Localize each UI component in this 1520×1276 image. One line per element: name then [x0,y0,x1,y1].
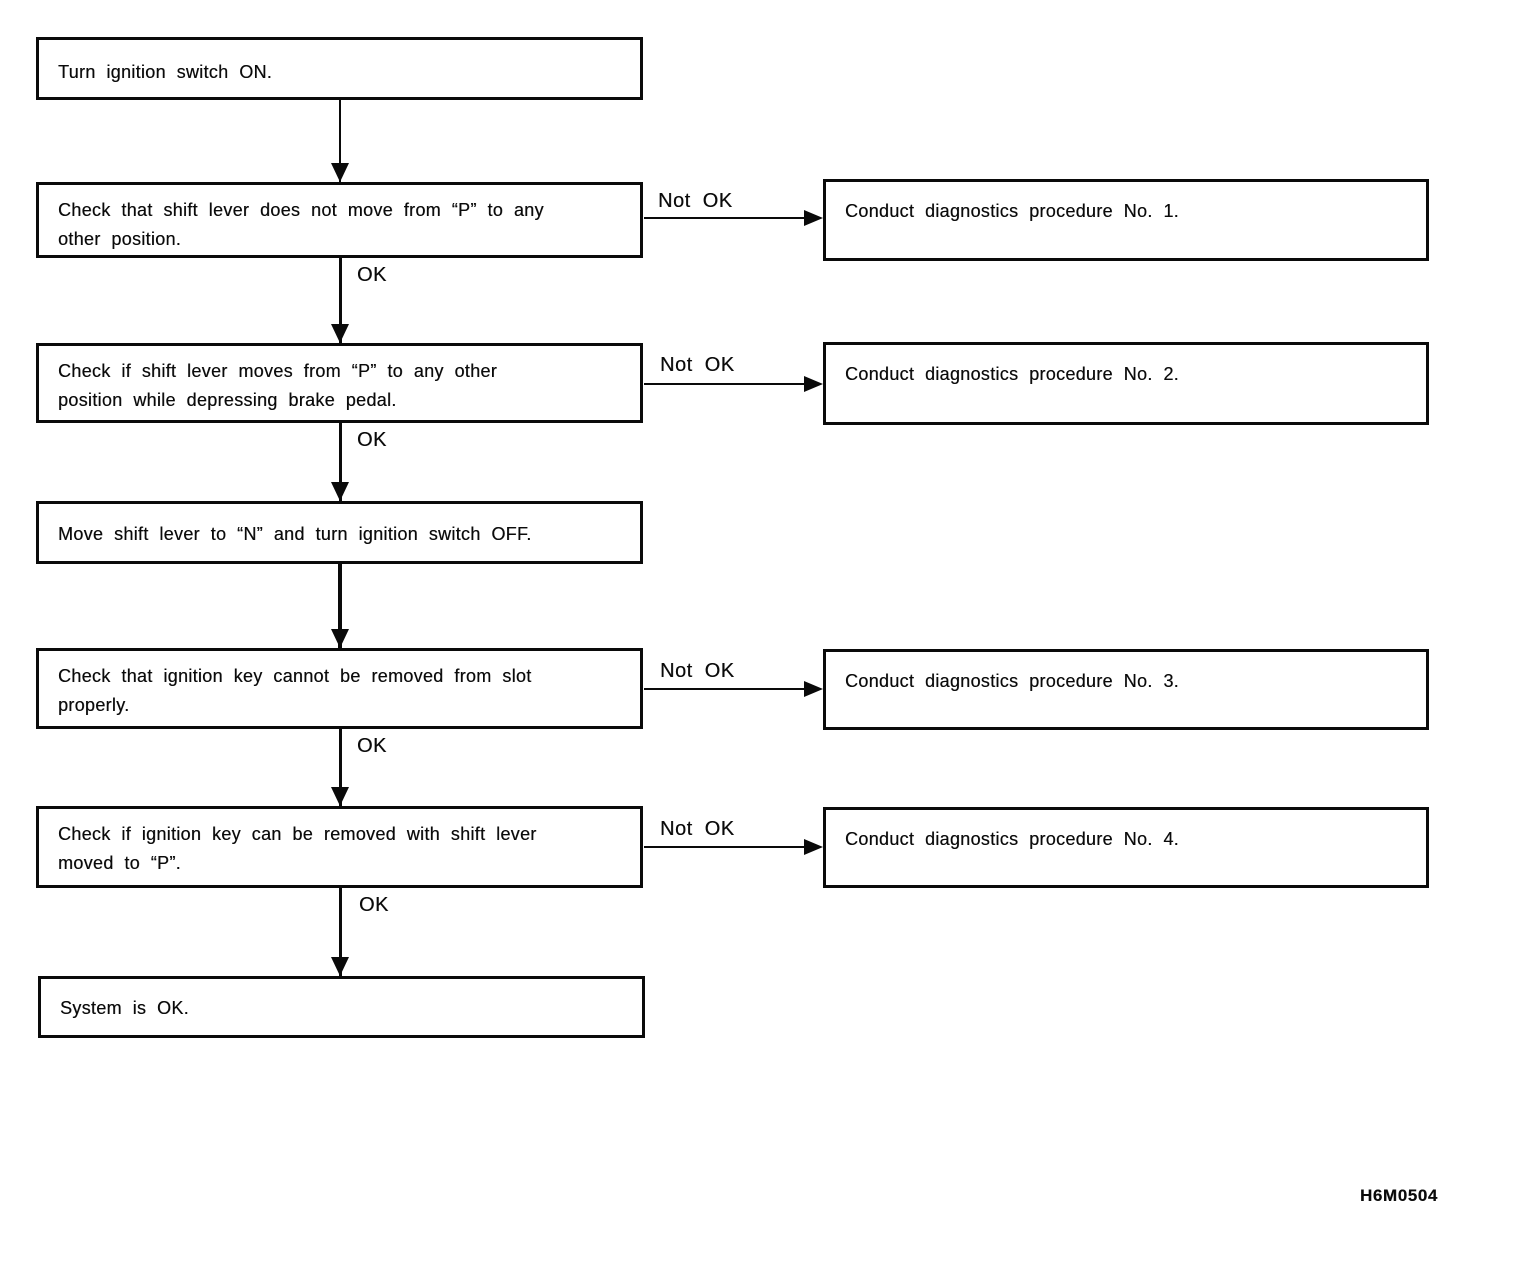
connector-line-down-3 [339,423,342,501]
procedure-text: Conduct diagnostics procedure No. 1. [845,201,1179,221]
connector-line-down-4 [338,564,342,648]
connector-line-right-1 [644,217,806,219]
connector-line-down-6 [339,888,342,976]
arrow-down-icon [331,163,349,182]
step-check-lever-locked-in-p: Check that shift lever does not move fro… [36,182,643,258]
step-check-key-not-removable: Check that ignition key cannot be remove… [36,648,643,729]
connector-line-down-5 [339,729,342,806]
not-ok-label: Not OK [660,660,735,682]
procedure-text: Conduct diagnostics procedure No. 2. [845,364,1179,384]
arrow-right-icon [804,210,823,226]
connector-line-down-1 [339,100,341,182]
arrow-down-icon [331,629,349,648]
step-system-ok: System is OK. [38,976,645,1038]
procedure-text: Conduct diagnostics procedure No. 3. [845,671,1179,691]
arrow-down-icon [331,957,349,976]
step-text-line: Check if ignition key can be removed wit… [58,824,537,844]
ok-label: OK [359,894,389,916]
connector-line-right-3 [644,688,806,690]
step-text-line: Check that shift lever does not move fro… [58,200,544,220]
figure-code: H6M0504 [1360,1186,1438,1205]
connector-line-right-2 [644,383,806,385]
procedure-text: Conduct diagnostics procedure No. 4. [845,829,1179,849]
connector-line-down-2 [339,258,342,343]
step-text-line: moved to “P”. [58,853,181,873]
arrow-down-icon [331,324,349,343]
arrow-right-icon [804,376,823,392]
procedure-box-1: Conduct diagnostics procedure No. 1. [823,179,1429,261]
arrow-down-icon [331,482,349,501]
procedure-box-3: Conduct diagnostics procedure No. 3. [823,649,1429,730]
step-text-line: properly. [58,695,130,715]
ok-label: OK [357,735,387,757]
step-check-key-removable-in-p: Check if ignition key can be removed wit… [36,806,643,888]
step-text-line: Check if shift lever moves from “P” to a… [58,361,498,381]
step-text-line: Check that ignition key cannot be remove… [58,666,532,686]
arrow-down-icon [331,787,349,806]
step-text-line: position while depressing brake pedal. [58,390,397,410]
step-move-lever-n-ignition-off: Move shift lever to “N” and turn ignitio… [36,501,643,564]
step-turn-ignition-on: Turn ignition switch ON. [36,37,643,100]
ok-label: OK [357,429,387,451]
arrow-right-icon [804,839,823,855]
step-text-line: Move shift lever to “N” and turn ignitio… [58,524,532,544]
connector-line-right-4 [644,846,806,848]
procedure-box-2: Conduct diagnostics procedure No. 2. [823,342,1429,425]
ok-label: OK [357,264,387,286]
not-ok-label: Not OK [658,190,733,212]
step-check-lever-moves-with-brake: Check if shift lever moves from “P” to a… [36,343,643,423]
not-ok-label: Not OK [660,818,735,840]
step-text-line: Turn ignition switch ON. [58,62,273,82]
step-text-line: other position. [58,229,182,249]
step-text-line: System is OK. [60,998,189,1018]
not-ok-label: Not OK [660,354,735,376]
procedure-box-4: Conduct diagnostics procedure No. 4. [823,807,1429,888]
arrow-right-icon [804,681,823,697]
